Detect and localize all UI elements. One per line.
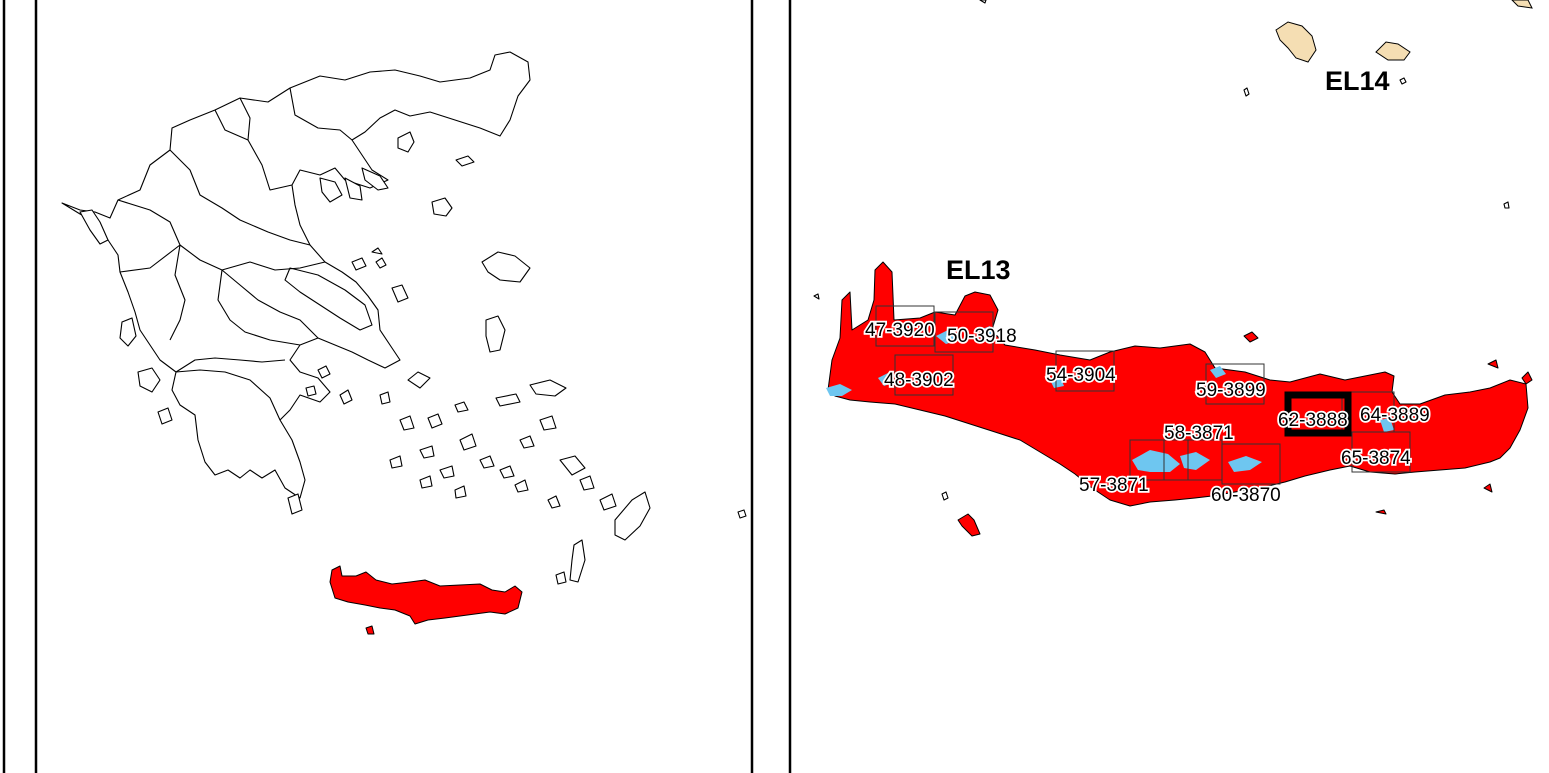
saronic-islands [305, 365, 353, 405]
karpathos-island [569, 539, 586, 583]
small-islet-east [737, 509, 747, 519]
rhodes-island [614, 491, 651, 541]
tile-labels: 47-3920 50-3918 48-3902 54-3904 59-3899 … [863, 318, 1431, 508]
evia-island [284, 267, 373, 331]
gavdos-islet [365, 625, 375, 635]
tile-label: 48-3902 [884, 370, 954, 391]
region-label-el14: EL14 [1325, 66, 1390, 96]
lesvos-island [481, 251, 531, 283]
tile-box-62-3888-selected[interactable] [1284, 391, 1352, 437]
samos-island [529, 379, 567, 397]
lefkada-island [119, 317, 137, 347]
region-label-el13: EL13 [946, 255, 1011, 285]
islets-small [979, 0, 1510, 209]
zakynthos-island [157, 407, 173, 425]
tile-box-59-3899[interactable] [1205, 363, 1265, 405]
chalkidiki [319, 167, 389, 203]
thasos-island [397, 131, 415, 153]
tile-label: 65-3874 [1341, 448, 1411, 469]
western-islets [813, 293, 949, 501]
anafi-island [1375, 41, 1411, 61]
eastern-islets [1375, 359, 1533, 515]
ikaria-island [495, 393, 521, 407]
tile-label: 47-3920 [865, 320, 935, 341]
sporades-islands [351, 247, 387, 271]
tile-label: 60-3870 [1211, 485, 1281, 506]
lemnos-island [431, 197, 453, 217]
dia-islet [1243, 331, 1259, 343]
tile-label: 50-3918 [947, 326, 1017, 347]
dodecanese-islands [514, 415, 617, 511]
tile-box-58-3871[interactable] [1129, 439, 1189, 481]
kefalonia-island [137, 367, 161, 393]
region-borders [117, 87, 353, 421]
tile-label: 58-3871 [1164, 423, 1234, 444]
tile-grid [875, 305, 1411, 485]
panel-frames [2, 0, 792, 773]
crete-detail-map: EL13 EL14 47-3920 50-3918 48-3902 54-390… [813, 0, 1533, 537]
kasos-island [555, 571, 567, 585]
corfu-island [79, 209, 109, 245]
kythira-island [287, 493, 303, 515]
greece-overview-map [61, 51, 747, 635]
corinth-gulf [175, 357, 286, 373]
skyros-island [391, 284, 409, 303]
islet-top-right [1511, 0, 1533, 9]
tile-box-50-3918[interactable] [934, 311, 994, 353]
santorini-island [1275, 21, 1317, 63]
tile-box-48-3902[interactable] [894, 354, 954, 396]
tile-box-54-3904[interactable] [1055, 350, 1115, 392]
tile-label: 54-3904 [1046, 365, 1116, 386]
tile-label: 62-3888 [1278, 410, 1348, 431]
gavdos-island [957, 513, 981, 537]
tile-box-65-3874[interactable] [1351, 431, 1411, 473]
tile-label: 59-3899 [1196, 380, 1266, 401]
crete-highlight [329, 565, 523, 625]
chios-island [485, 315, 506, 353]
tile-box-60-3870[interactable] [1221, 443, 1281, 485]
tile-label: 57-3871 [1079, 475, 1149, 496]
cyclades-islands [379, 371, 515, 499]
crete-main-body [827, 261, 1529, 507]
samothraki-island [455, 155, 475, 167]
tile-box-47-3920[interactable] [875, 305, 935, 347]
greece-mainland-outline [61, 51, 531, 499]
tile-label: 64-3889 [1360, 405, 1430, 426]
